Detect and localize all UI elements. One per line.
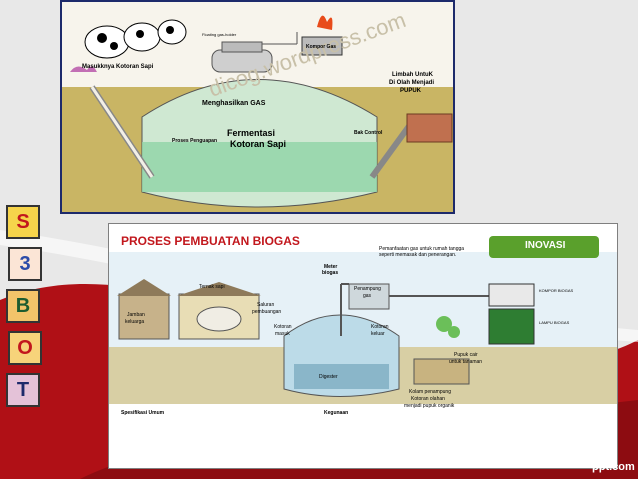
block-o: O [8,331,42,365]
intro-text: Pemanfaatan gas untuk rumah tangga seper… [379,246,465,258]
spec-title: Spesifikasi Umum [121,410,165,416]
label-kotoran-masuk: Masukknya Kotoran Sapi [82,64,154,70]
ternak-label: Ternak sapi [199,284,225,290]
digester-illustration: dicog.wordpress.com [62,2,453,212]
kotoran-keluar-label-2: keluar [371,331,385,337]
label-penguapan: Proses Penguapan [172,138,218,144]
biogas-process-infographic: PROSES PEMBUATAN BIOGAS INOVASI Pemanfaa… [108,223,618,469]
label-limbah-2: Di Olah Menjadi [389,80,435,86]
kegunaan-title: Kegunaan [324,410,349,416]
label-gas-holder: Floating gas-holder [202,32,237,37]
alphabet-blocks: S 3 B O T [4,205,46,420]
kotoran-masuk-label-1: Kotoran [274,324,292,330]
penampung-label-1: Penampung [354,286,381,292]
biogas-digester-diagram: dicog.wordpress.com Masukknya Kotoran Sa… [60,0,455,214]
saluran-label-1: Saluran [257,302,275,308]
ppt-logo: ppt.com [592,461,635,473]
penampung-label-2: gas [363,293,372,299]
meter-label-1: Meter [324,264,338,270]
block-s: S [6,205,40,239]
label-kotoran-sapi: Kotoran Sapi [230,139,287,149]
label-limbah-3: PUPUK [400,88,422,94]
label-gas: Menghasilkan GAS [202,100,266,107]
label-bak-control: Bak Control [354,130,383,136]
kotoran-masuk-label-2: masuk [275,331,290,337]
meter-label-2: biogas [322,270,339,276]
digester-label: Digester [319,374,338,380]
kolam-label-2: Kotoran olahan [411,396,445,402]
block-b: B [6,289,40,323]
label-limbah-1: Limbah UntuK [392,72,433,78]
kolam-label-1: Kolam penampung [409,389,451,395]
pupuk-cair-label-1: Pupuk cair [454,352,478,358]
block-t: T [6,373,40,407]
block-3: 3 [8,247,42,281]
process-illustration [109,224,617,468]
kotoran-keluar-label-1: Kotoran [371,324,389,330]
jamban-label-1: Jamban [127,312,145,318]
pupuk-cair-label-2: untuk tanaman [449,359,483,365]
kolam-label-3: menjadi pupuk organik [404,403,455,409]
inovasi-badge: INOVASI [525,240,566,251]
jamban-label-2: keluarga [125,319,145,325]
lampu-label: LAMPU BIOGAS [539,320,570,325]
label-fermentasi: Fermentasi [227,128,276,138]
label-kompor-gas: Kompor Gas [306,44,337,50]
saluran-label-2: pembuangan [252,309,282,315]
kompor-label: KOMPOR BIOGAS [539,288,574,293]
infographic-title: PROSES PEMBUATAN BIOGAS [121,234,300,248]
